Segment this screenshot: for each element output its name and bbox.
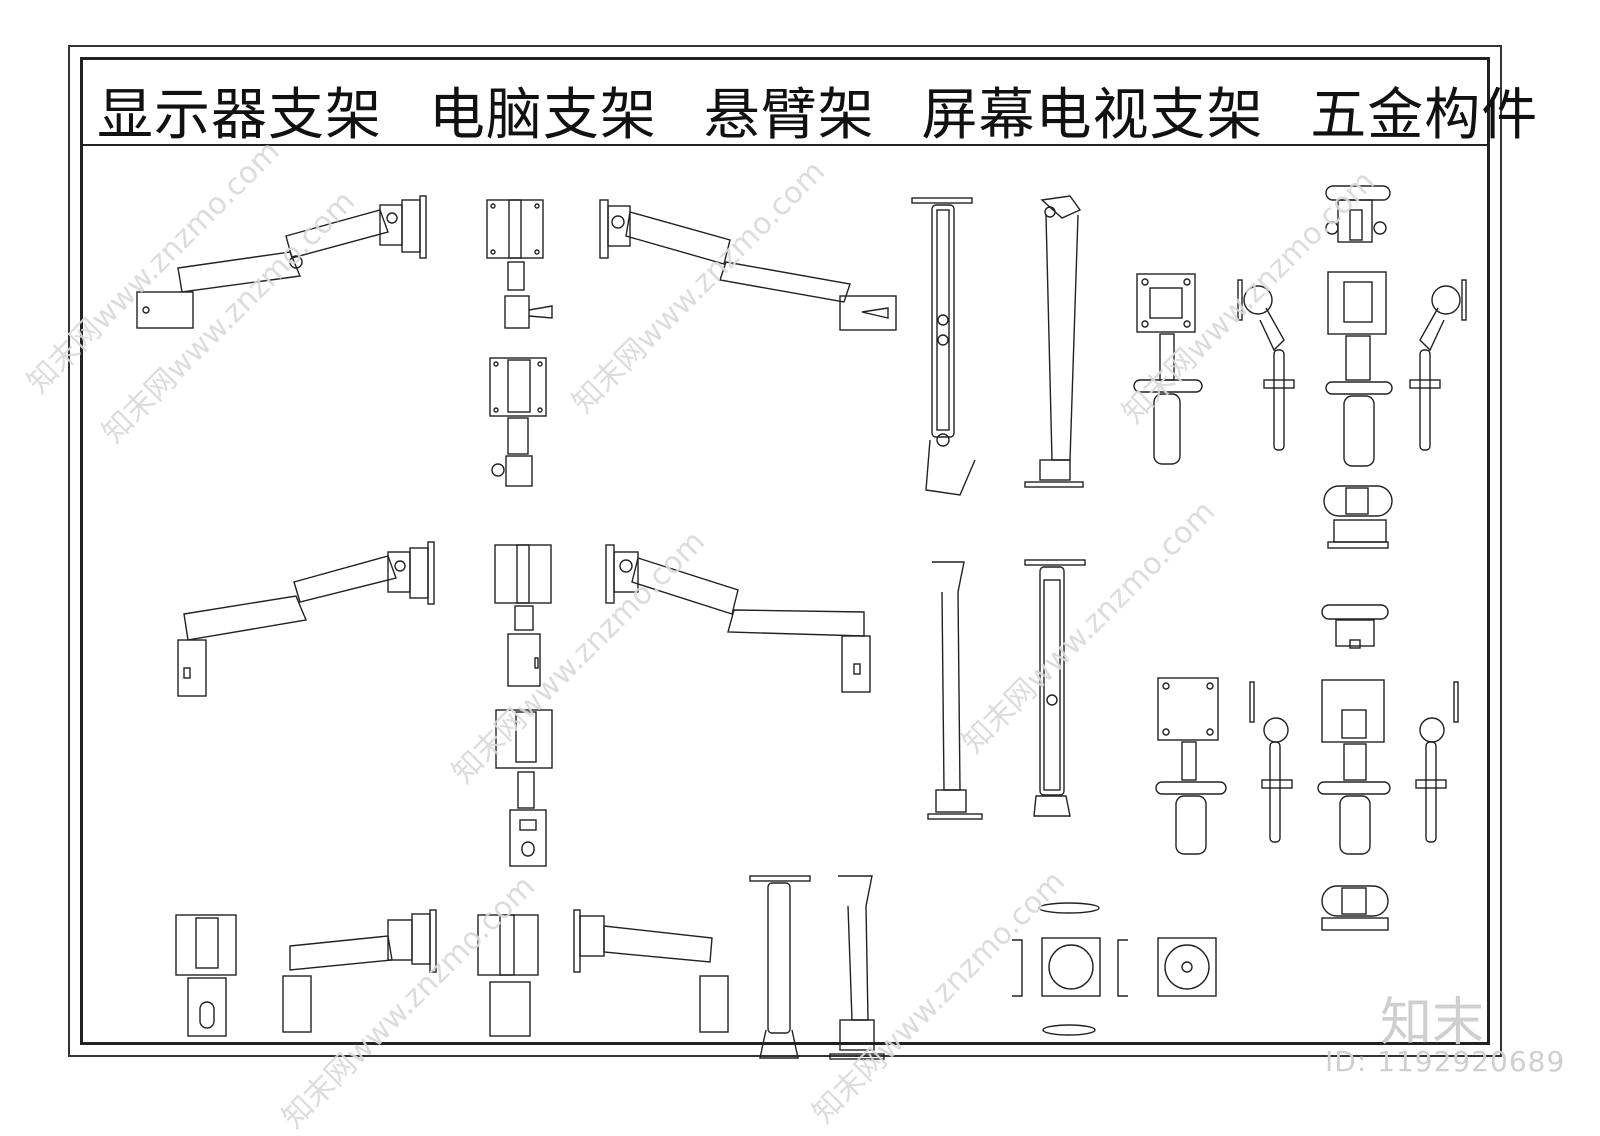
mount-side-b (1237, 279, 1295, 451)
mount-side-i (1415, 681, 1459, 843)
base-top-view-2 (1321, 885, 1389, 931)
arm-front-5 (175, 914, 237, 1037)
title-part-computer-stand: 电脑支架 (428, 83, 657, 148)
arm-side-right-1 (599, 199, 897, 331)
base-top-view-1 (1323, 485, 1393, 549)
mount-top-e (1321, 604, 1389, 649)
mount-front-h (1317, 679, 1391, 855)
sheet-title: 显示器支架 电脑支架 悬臂架 屏幕电视支架 五金构件 (83, 70, 1537, 151)
mount-front-f (1155, 677, 1227, 855)
arm-front-4 (495, 709, 553, 867)
arm-side-right-3 (573, 909, 729, 1033)
mount-side-d (1409, 279, 1467, 451)
inner-frame (80, 57, 1490, 1045)
arm-front-2 (489, 357, 547, 487)
pole-6 (829, 875, 885, 1060)
pole-4 (1024, 559, 1086, 817)
title-part-tv-stand: 屏幕电视支架 (921, 83, 1264, 148)
pole-1 (911, 197, 976, 496)
mount-top-c (1325, 185, 1391, 243)
brand-logo: 知末 (1380, 993, 1485, 1053)
title-part-hardware: 五金构件 (1310, 83, 1539, 148)
arm-front-1 (486, 199, 553, 329)
mount-side-g (1249, 681, 1293, 843)
pole-3 (927, 561, 983, 820)
image-id-label: ID: 1192920689 (1325, 1045, 1566, 1078)
arm-side-left-2 (177, 541, 435, 697)
pole-5 (749, 875, 811, 1059)
arm-side-left-1 (136, 195, 427, 329)
title-part-monitor-stand: 显示器支架 (97, 83, 382, 148)
arm-front-6 (477, 914, 539, 1037)
title-part-cantilever: 悬臂架 (703, 83, 875, 148)
plate-mount-group (1012, 902, 1217, 1036)
pole-2 (1024, 195, 1084, 488)
title-band: 显示器支架 电脑支架 悬臂架 屏幕电视支架 五金构件 (83, 60, 1537, 148)
arm-side-left-3 (282, 909, 437, 1033)
mount-front-c (1325, 271, 1393, 467)
outer-frame (68, 45, 1502, 1057)
arm-front-3 (494, 544, 552, 687)
mount-front-a (1133, 273, 1203, 465)
arm-side-right-2 (605, 544, 871, 693)
